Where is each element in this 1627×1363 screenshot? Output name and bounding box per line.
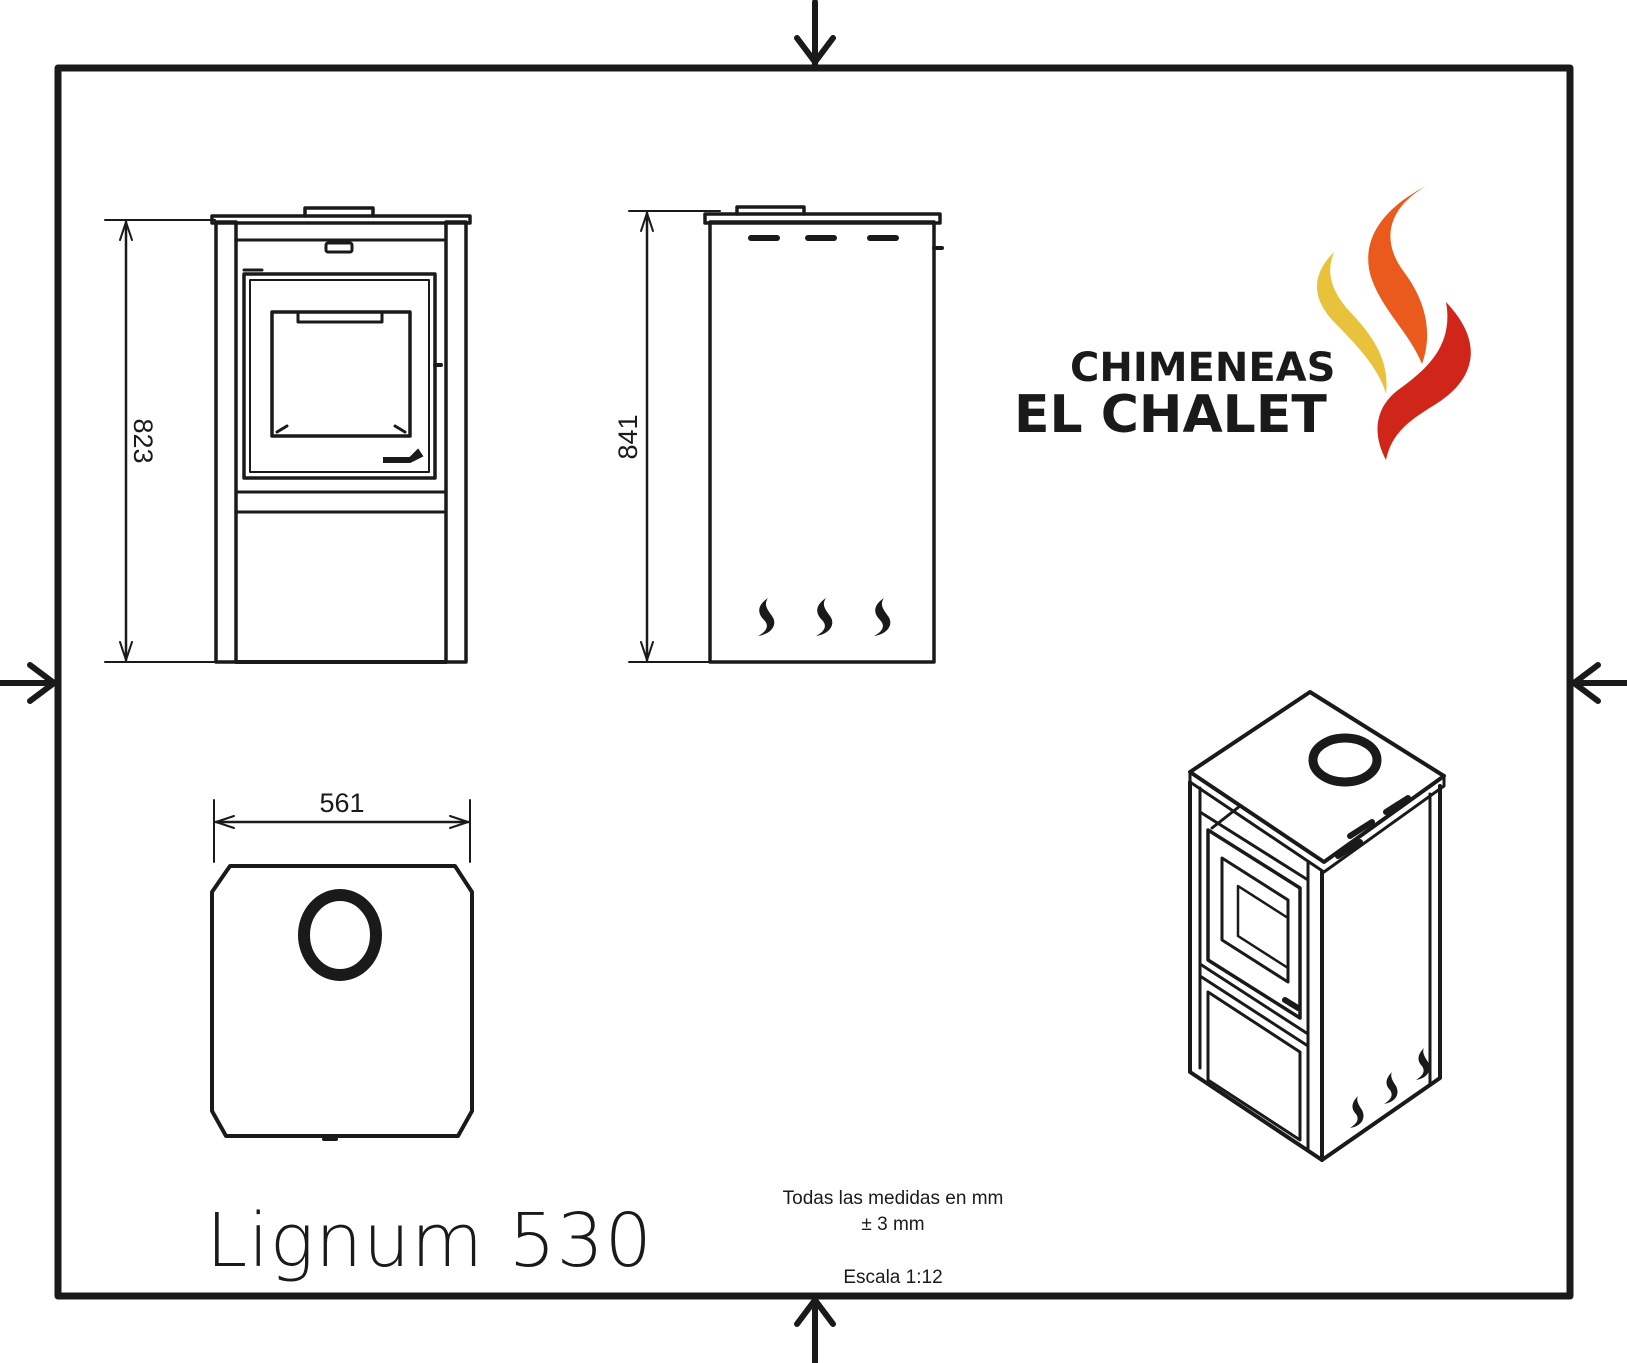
vent-slot <box>805 235 837 241</box>
center-mark-left-arrow <box>0 662 61 704</box>
drawing-border <box>54 64 1574 1300</box>
vent-slot <box>748 235 780 241</box>
front-height-label: 823 <box>128 418 158 463</box>
flame-yellow-icon <box>1316 252 1387 394</box>
isometric-view <box>1188 690 1446 1162</box>
center-mark-right-arrow <box>1567 662 1627 704</box>
flame-cutout-icon <box>758 598 775 636</box>
center-mark-top-arrow <box>794 0 836 71</box>
flame-orange-icon <box>1368 186 1428 364</box>
flame-cutout-icon <box>1350 1096 1364 1128</box>
top-view: 561 <box>210 788 474 1141</box>
note-scale: Escala 1:12 <box>843 1267 942 1288</box>
product-title: Lignum 530 <box>206 1198 653 1284</box>
notes-block: Todas las medidas en mm ± 3 mm Escala 1:… <box>783 1188 1004 1288</box>
brand-logo: CHIMENEAS EL CHALET <box>1014 186 1471 460</box>
note-tolerance: ± 3 mm <box>861 1214 924 1235</box>
brand-line-1: CHIMENEAS <box>1070 345 1335 391</box>
brand-line-2: EL CHALET <box>1014 385 1327 445</box>
center-mark-bottom-arrow <box>794 1293 836 1363</box>
flame-cutout-icon <box>1416 1048 1430 1080</box>
side-height-dimension: 841 <box>613 210 721 663</box>
front-height-dimension: 823 <box>104 219 216 663</box>
note-units: Todas las medidas en mm <box>783 1188 1004 1209</box>
side-view: 841 <box>613 205 944 664</box>
flame-cutout-icon <box>874 598 891 636</box>
front-view: 823 <box>104 206 472 664</box>
top-width-label: 561 <box>319 788 364 818</box>
flame-cutout-icon <box>816 598 833 636</box>
flame-cutout-icon <box>1384 1072 1398 1104</box>
flame-red-icon <box>1377 302 1471 460</box>
vent-slot <box>867 235 899 241</box>
side-height-label: 841 <box>613 414 643 459</box>
top-width-dimension: 561 <box>213 788 471 863</box>
